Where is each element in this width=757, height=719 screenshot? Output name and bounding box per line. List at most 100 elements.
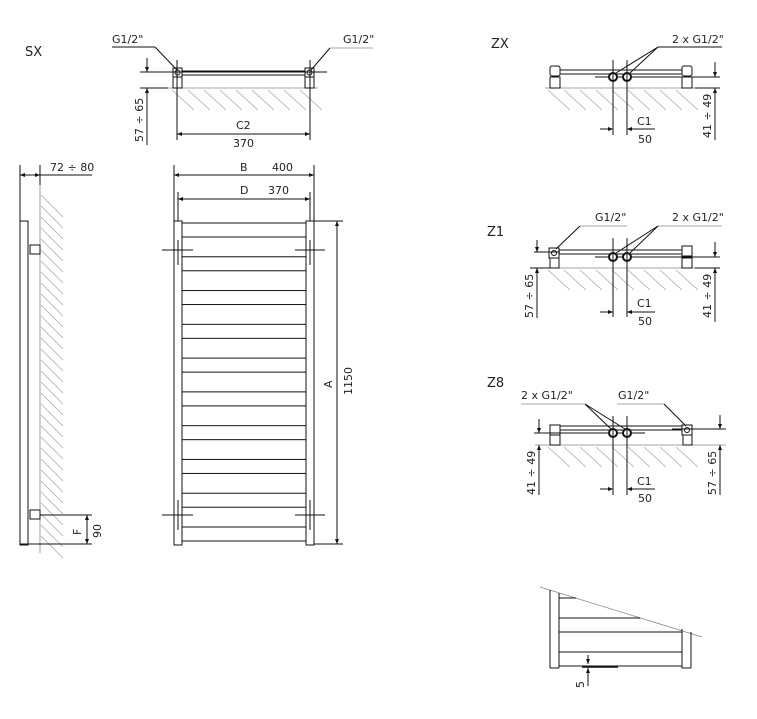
z1-right-dim: 41 ÷ 49 (701, 274, 714, 318)
towel-bar (181, 526, 307, 542)
front-d-label: D (240, 184, 248, 197)
hatch-line (40, 403, 64, 427)
zx-c1-value: 50 (638, 133, 652, 146)
z8-conn-single-label: G1/2" (618, 389, 649, 402)
front-d-value: 370 (268, 184, 289, 197)
hatch-line (675, 89, 699, 111)
mount-points (162, 240, 325, 530)
hatch-line (627, 89, 651, 111)
front-a-value: 1150 (342, 367, 355, 395)
towel-bar (181, 458, 307, 474)
hatch-line (283, 89, 307, 111)
hatch-line (251, 89, 275, 111)
hatch-line (40, 381, 64, 405)
bars (181, 222, 307, 542)
zx-conn-label: 2 x G1/2" (672, 33, 724, 46)
front-b-value: 400 (272, 161, 293, 174)
wall-hatch (547, 269, 699, 291)
hatch-line (203, 89, 227, 111)
hatch-line (563, 269, 587, 291)
towel-bar (181, 492, 307, 508)
hatch-line (611, 446, 635, 468)
hatch-line (40, 447, 64, 471)
z8-c1-value: 50 (638, 492, 652, 505)
hatch-line (40, 238, 64, 262)
zx-c1-label: C1 (637, 115, 652, 128)
hatch-line (40, 458, 64, 482)
hatch-line (40, 304, 64, 328)
hatch-line (579, 446, 603, 468)
side-f-value: 90 (91, 524, 104, 538)
hatch-line (611, 269, 635, 291)
hatch-line (40, 535, 64, 559)
radiator-side-profile (19, 220, 29, 546)
hatch-line (40, 469, 64, 493)
z1-view: Z1 C1 50 G1/2" 2 x G1/2" 57 ÷ 65 41 ÷ 49 (487, 211, 724, 328)
connector-left (548, 247, 560, 259)
z8-label: Z8 (487, 376, 504, 391)
hatch-line (235, 89, 259, 111)
z8-c1-label: C1 (637, 475, 652, 488)
hatch-line (40, 513, 64, 537)
towel-bar (181, 391, 307, 407)
hatch-line (675, 269, 699, 291)
z8-right-dim: 57 ÷ 65 (706, 451, 719, 495)
zx-label: ZX (491, 37, 509, 52)
hatch-line (595, 269, 619, 291)
side-view: 72 ÷ 80 F 90 (19, 161, 104, 559)
zx-height-dim: 41 ÷ 49 (701, 94, 714, 138)
sx-conn-right-label: G1/2" (343, 33, 374, 46)
detail-gap-value: 5 (574, 681, 587, 688)
z1-c1-value: 50 (638, 315, 652, 328)
wall-hatch (547, 446, 699, 468)
rail-right (305, 220, 315, 546)
hatch-line (595, 89, 619, 111)
hatch-line (579, 269, 603, 291)
cut-line (539, 586, 703, 638)
z1-conn-single-label: G1/2" (595, 211, 626, 224)
sx-height-dim: 57 ÷ 65 (133, 98, 146, 142)
z1-label: Z1 (487, 225, 504, 240)
connector-right (681, 424, 693, 436)
hatch-line (643, 269, 667, 291)
hatch-line (40, 205, 64, 229)
hatch-line (40, 392, 64, 416)
hatch-line (40, 227, 64, 251)
hatch-line (627, 269, 651, 291)
hatch-line (40, 249, 64, 273)
front-a-label: A (322, 380, 335, 388)
hatch-line (40, 524, 64, 548)
bracket-top (29, 244, 41, 255)
bracket-bottom (29, 509, 41, 520)
sx-conn-left-label: G1/2" (112, 33, 143, 46)
hatch-line (40, 293, 64, 317)
hatch-line (40, 436, 64, 460)
z8-view: Z8 C1 50 2 x G1/2" G1/2" 41 ÷ 49 57 ÷ 65 (487, 376, 726, 505)
hatch-line (547, 269, 571, 291)
rail-left (173, 220, 183, 546)
hatch-line (643, 89, 667, 111)
hatch-line (563, 89, 587, 111)
hatch-line (40, 260, 64, 284)
hatch-line (40, 271, 64, 295)
hatch-line (659, 89, 683, 111)
hatch-line (299, 89, 323, 111)
hatch-line (219, 89, 243, 111)
hatch-line (547, 446, 571, 468)
sx-view: SX G1/2" G1/2" 57 ÷ 65 C2 370 (25, 33, 374, 150)
hatch-line (659, 446, 683, 468)
hatch-line (40, 491, 64, 515)
z1-c1-label: C1 (637, 297, 652, 310)
side-f-label: F (71, 529, 84, 535)
hatch-line (547, 89, 571, 111)
towel-bar (181, 357, 307, 373)
hatch-line (40, 216, 64, 240)
side-depth-dim: 72 ÷ 80 (50, 161, 94, 174)
hatch-line (659, 269, 683, 291)
hatch-line (171, 89, 195, 111)
towel-bar (181, 222, 307, 238)
wall-hatch (547, 89, 699, 111)
front-view: B 400 D 370 A 1150 (162, 161, 355, 546)
hatch-line (579, 89, 603, 111)
